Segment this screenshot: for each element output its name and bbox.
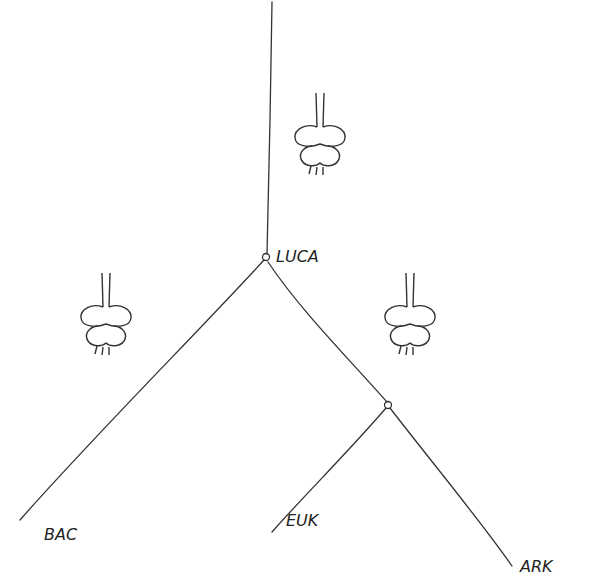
taxon-label: EUK [286, 512, 318, 530]
taxon-label: ARK [520, 558, 553, 576]
taxon-label: LUCA [276, 248, 319, 266]
taxon-label: BAC [44, 526, 77, 544]
